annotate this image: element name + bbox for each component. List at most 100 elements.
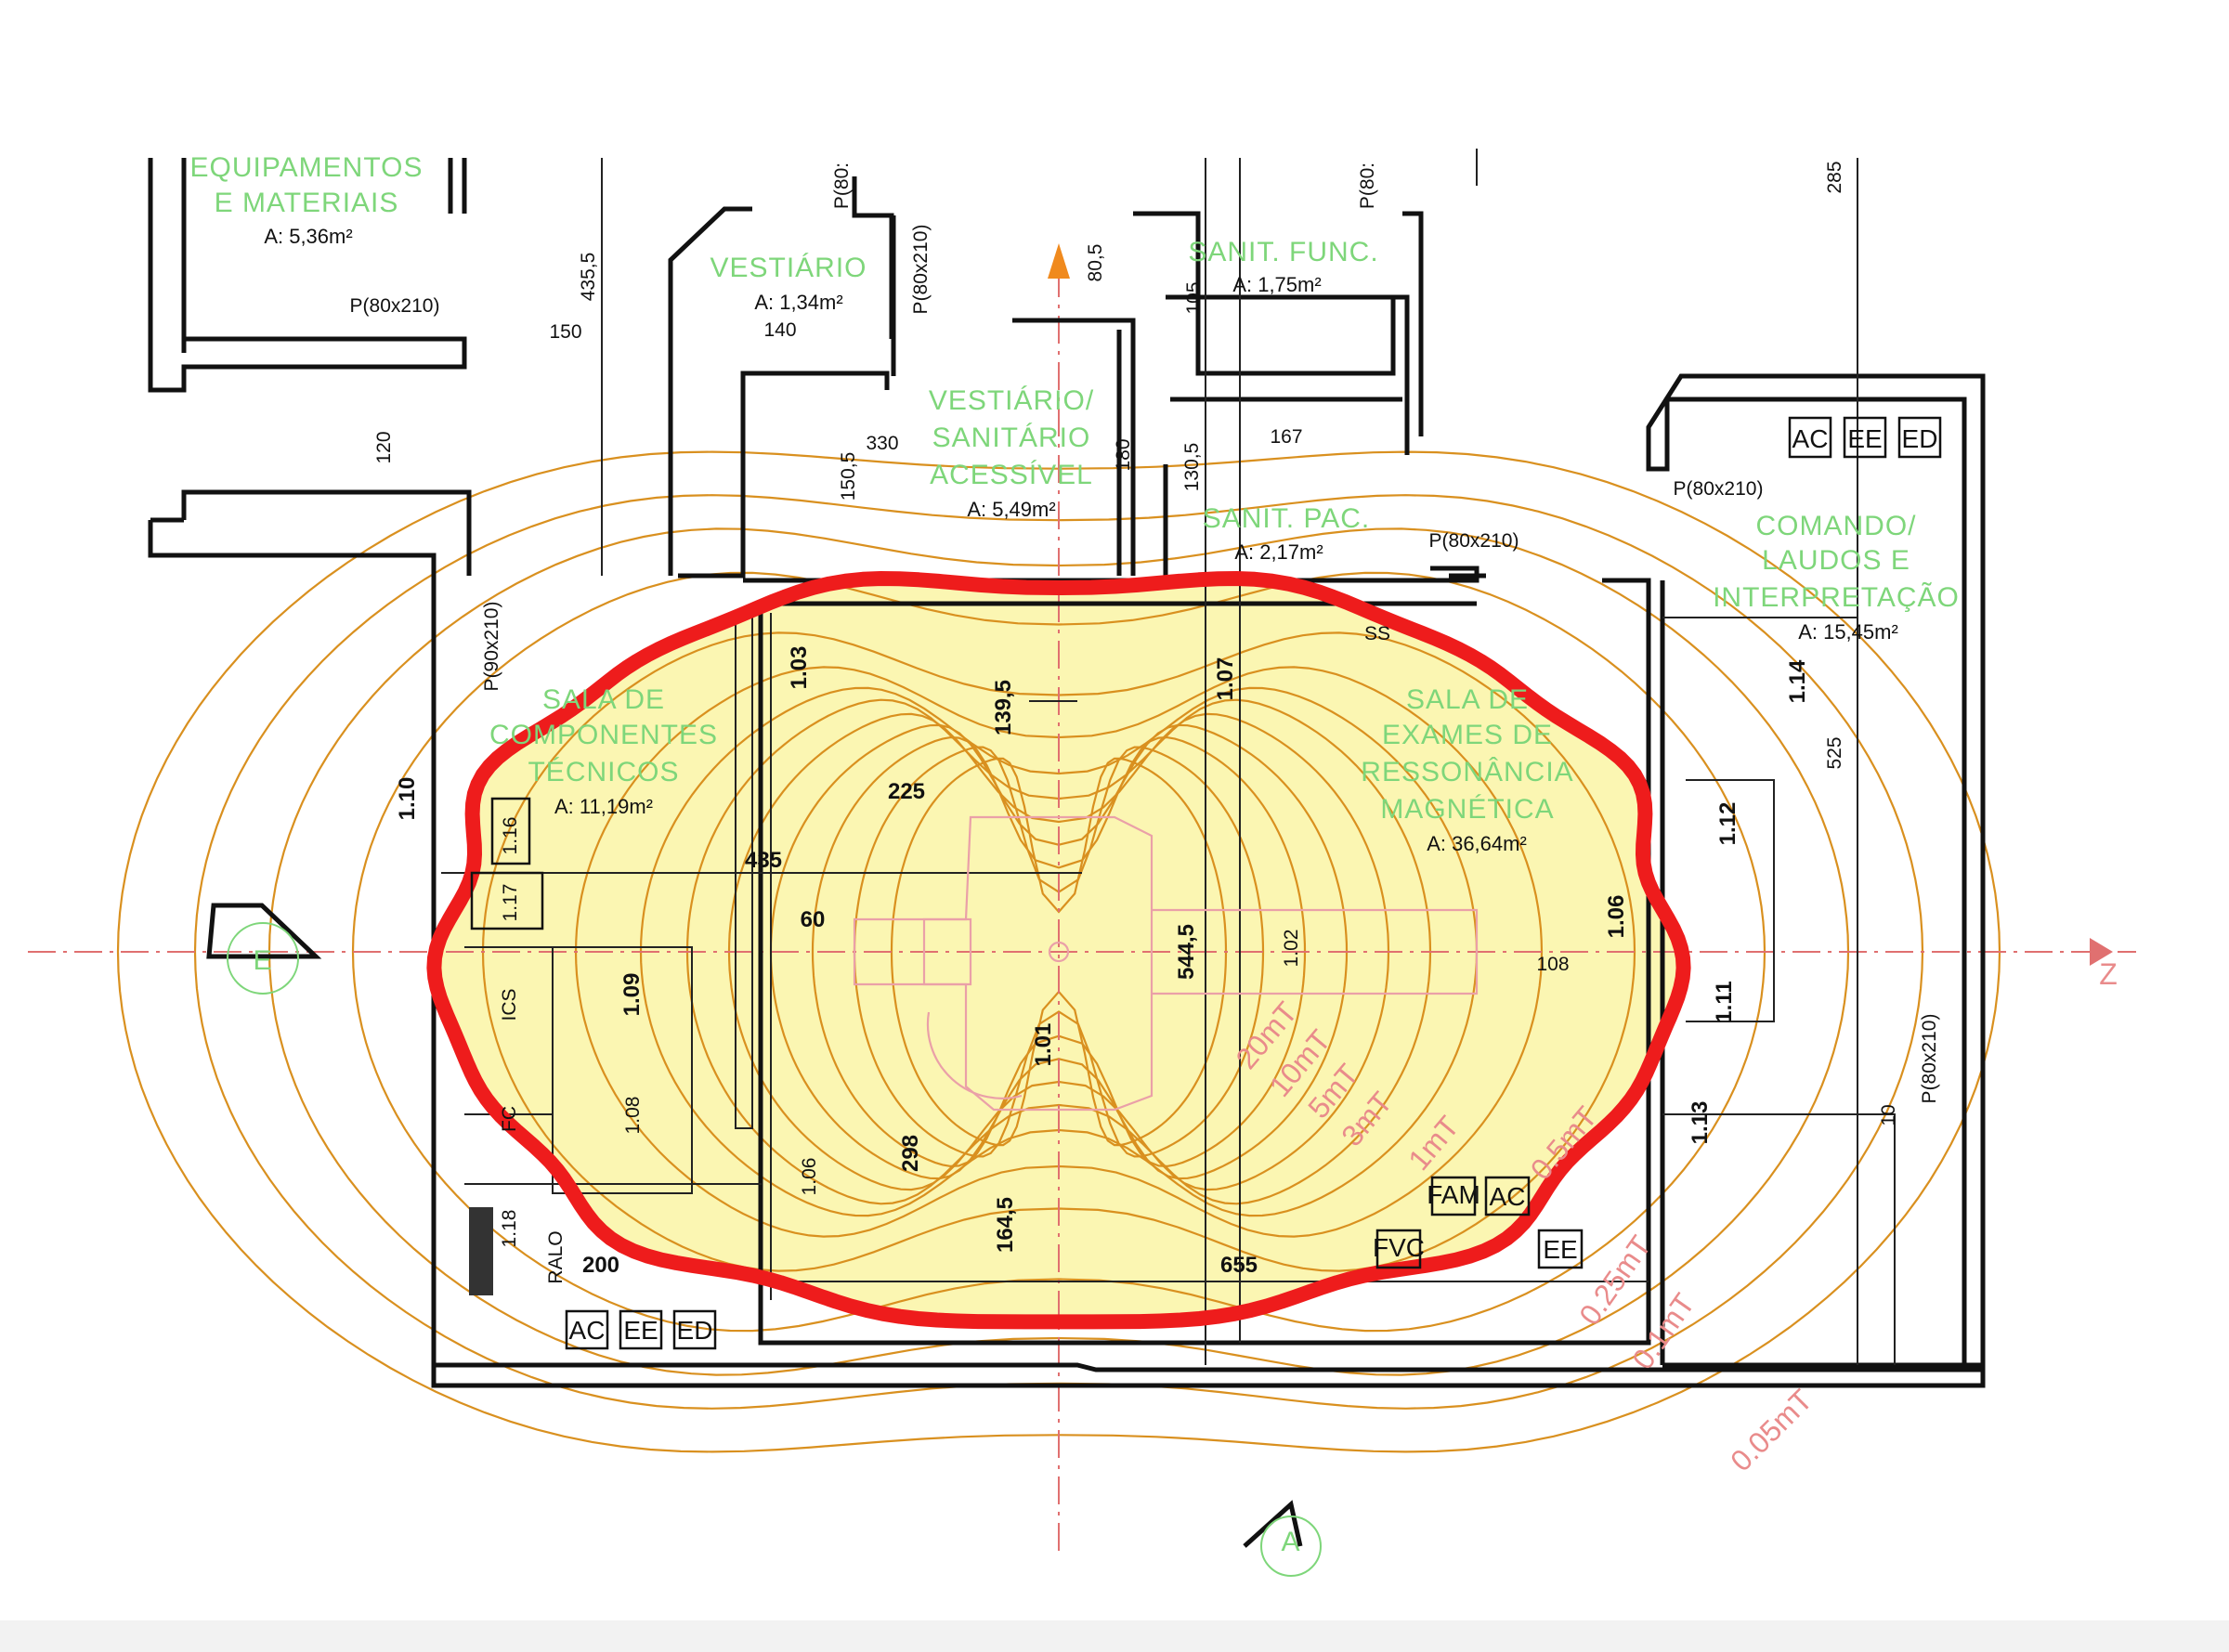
item-code: 1.09 [619,973,645,1017]
dimension-labels: 435,5 150 120 140 80,5 330 150,5 180 105… [373,161,1899,1278]
item-code: 1.13 [1688,1101,1713,1145]
room-area: A: 15,45m² [1798,620,1898,644]
equipment-label: FVC [1373,1233,1425,1262]
dimension-label: 105 [1183,281,1205,314]
window-bottom-edge [0,1620,2229,1652]
door-label: P(80x210) [1429,530,1519,552]
axis-marker-a-label: A [1281,1527,1300,1557]
shaft-hatch [469,1207,493,1295]
room-area: A: 2,17m² [1234,540,1323,564]
room-name: VESTIÁRIO [710,253,867,283]
item-code: 1.10 [395,777,420,821]
field-contour-label: 0.05mT [1724,1383,1818,1477]
item-code: 1.12 [1715,802,1740,846]
equipment-label: ICS [499,988,520,1021]
room-name: SANIT. FUNC. [1188,237,1378,267]
door-label: P(80: [831,163,853,209]
dimension-label: 60 [801,907,826,932]
door-label: P(80x210) [910,225,932,315]
dimension-label: 150 [549,321,581,343]
axis-marker-e: E [206,903,322,995]
door-label: P(80x210) [350,295,440,317]
dimension-label: 225 [888,779,925,804]
dimension-label: 180 [1113,438,1134,471]
item-code: 1.03 [787,646,812,690]
dimension-label: 164,5 [993,1197,1018,1253]
room-name: EXAMES DE [1382,720,1553,750]
dimension-label: 200 [582,1253,619,1278]
equipment-label: EE [623,1316,658,1345]
room-name: E MATERIAIS [215,188,399,218]
dimension-label: 120 [373,431,395,463]
room-area: A: 1,75m² [1232,273,1321,296]
room-labels: EQUIPAMENTOS E MATERIAIS A: 5,36m² VESTI… [190,152,1960,855]
equipment-label: AC [1490,1182,1526,1211]
dimension-label: 10 [1878,1104,1899,1125]
axis-marker-a: A [1243,1500,1322,1577]
room-area: A: 5,36m² [264,225,352,248]
equipment-label: EE [1543,1235,1577,1264]
item-code: 1.11 [1712,981,1737,1022]
room-name: EQUIPAMENTOS [190,152,424,183]
door-label: P(80x210) [1919,1014,1940,1104]
room-name: VESTIÁRIO/ [929,385,1094,416]
axis-marker-z-label: Z [2099,957,2118,991]
item-code: 1.14 [1785,659,1810,703]
dimension-label: 544,5 [1174,924,1199,980]
item-code: 1.16 [500,817,521,855]
room-name: SANIT. PAC. [1203,503,1370,534]
room-name: LAUDOS E [1762,545,1910,576]
room-name: TÉCNICOS [528,757,679,787]
item-code: 1.06 [799,1158,820,1196]
room-name: SALA DE [542,684,665,715]
room-name: MAGNÉTICA [1380,794,1554,825]
dimension-label: 130,5 [1181,443,1203,492]
field-contour-line [811,735,1307,1168]
axis-marker-e-label: E [253,945,272,976]
equipment-label: ED [677,1316,713,1345]
walls [148,149,1986,1388]
item-code: 1.08 [622,1097,644,1135]
item-code: 1.01 [1031,1023,1056,1067]
equipment-label: ED [1902,424,1938,453]
room-area: A: 5,49m² [967,498,1055,521]
room-name: ACESSÍVEL [930,460,1093,490]
field-contour-label: 0.25mT [1572,1229,1658,1332]
dimension-label: 139,5 [991,680,1016,735]
equipment-label: FC [499,1106,520,1132]
restricted-zone-fill [434,579,1684,1322]
room-name: INTERPRETAÇÃO [1713,581,1960,613]
item-code: 1.06 [1604,895,1629,939]
item-code: 1.17 [500,884,521,922]
dimension-label: 298 [898,1135,923,1172]
equipment-label: AC [569,1316,606,1345]
item-code: 1.07 [1213,657,1238,701]
item-code: 1.02 [1281,930,1302,968]
room-name: RESSONÂNCIA [1361,757,1573,787]
room-name: SANITÁRIO [932,423,1091,453]
room-name: COMANDO/ [1756,511,1917,541]
dimension-label: 435,5 [578,253,599,302]
dimension-label: 655 [1220,1253,1258,1278]
dimension-label: 435 [745,848,782,873]
door-labels: P(80x210) P(80x210) P(80: P(80: P(80x210… [350,163,1940,1104]
axis-marker-z: Z [2090,938,2118,991]
room-name: COMPONENTES [489,720,718,750]
equipment-label: SS [1364,623,1390,644]
mri-scanner [853,815,1479,1112]
item-code: 1.18 [499,1210,520,1248]
dimension-label: 330 [866,433,898,454]
room-area: A: 1,34m² [754,291,842,314]
dimension-label: 167 [1270,426,1302,448]
dimension-label: 150,5 [838,452,859,501]
equipment-labels: AC EE ED AC EE ED FAM AC FVC EE ICS RALO… [499,416,1942,1350]
item-codes: 1.10 1.03 1.07 1.16 1.17 1.09 1.08 1.01 … [395,646,1810,1248]
dimension-label: 140 [763,319,796,341]
equipment-label: FAM [1427,1180,1480,1209]
dimension-label: 525 [1824,736,1845,769]
equipment-label: AC [1792,424,1829,453]
door-label: P(80x210) [1674,478,1764,500]
dimension-label: 80,5 [1085,244,1106,282]
equipment-label: EE [1847,424,1882,453]
